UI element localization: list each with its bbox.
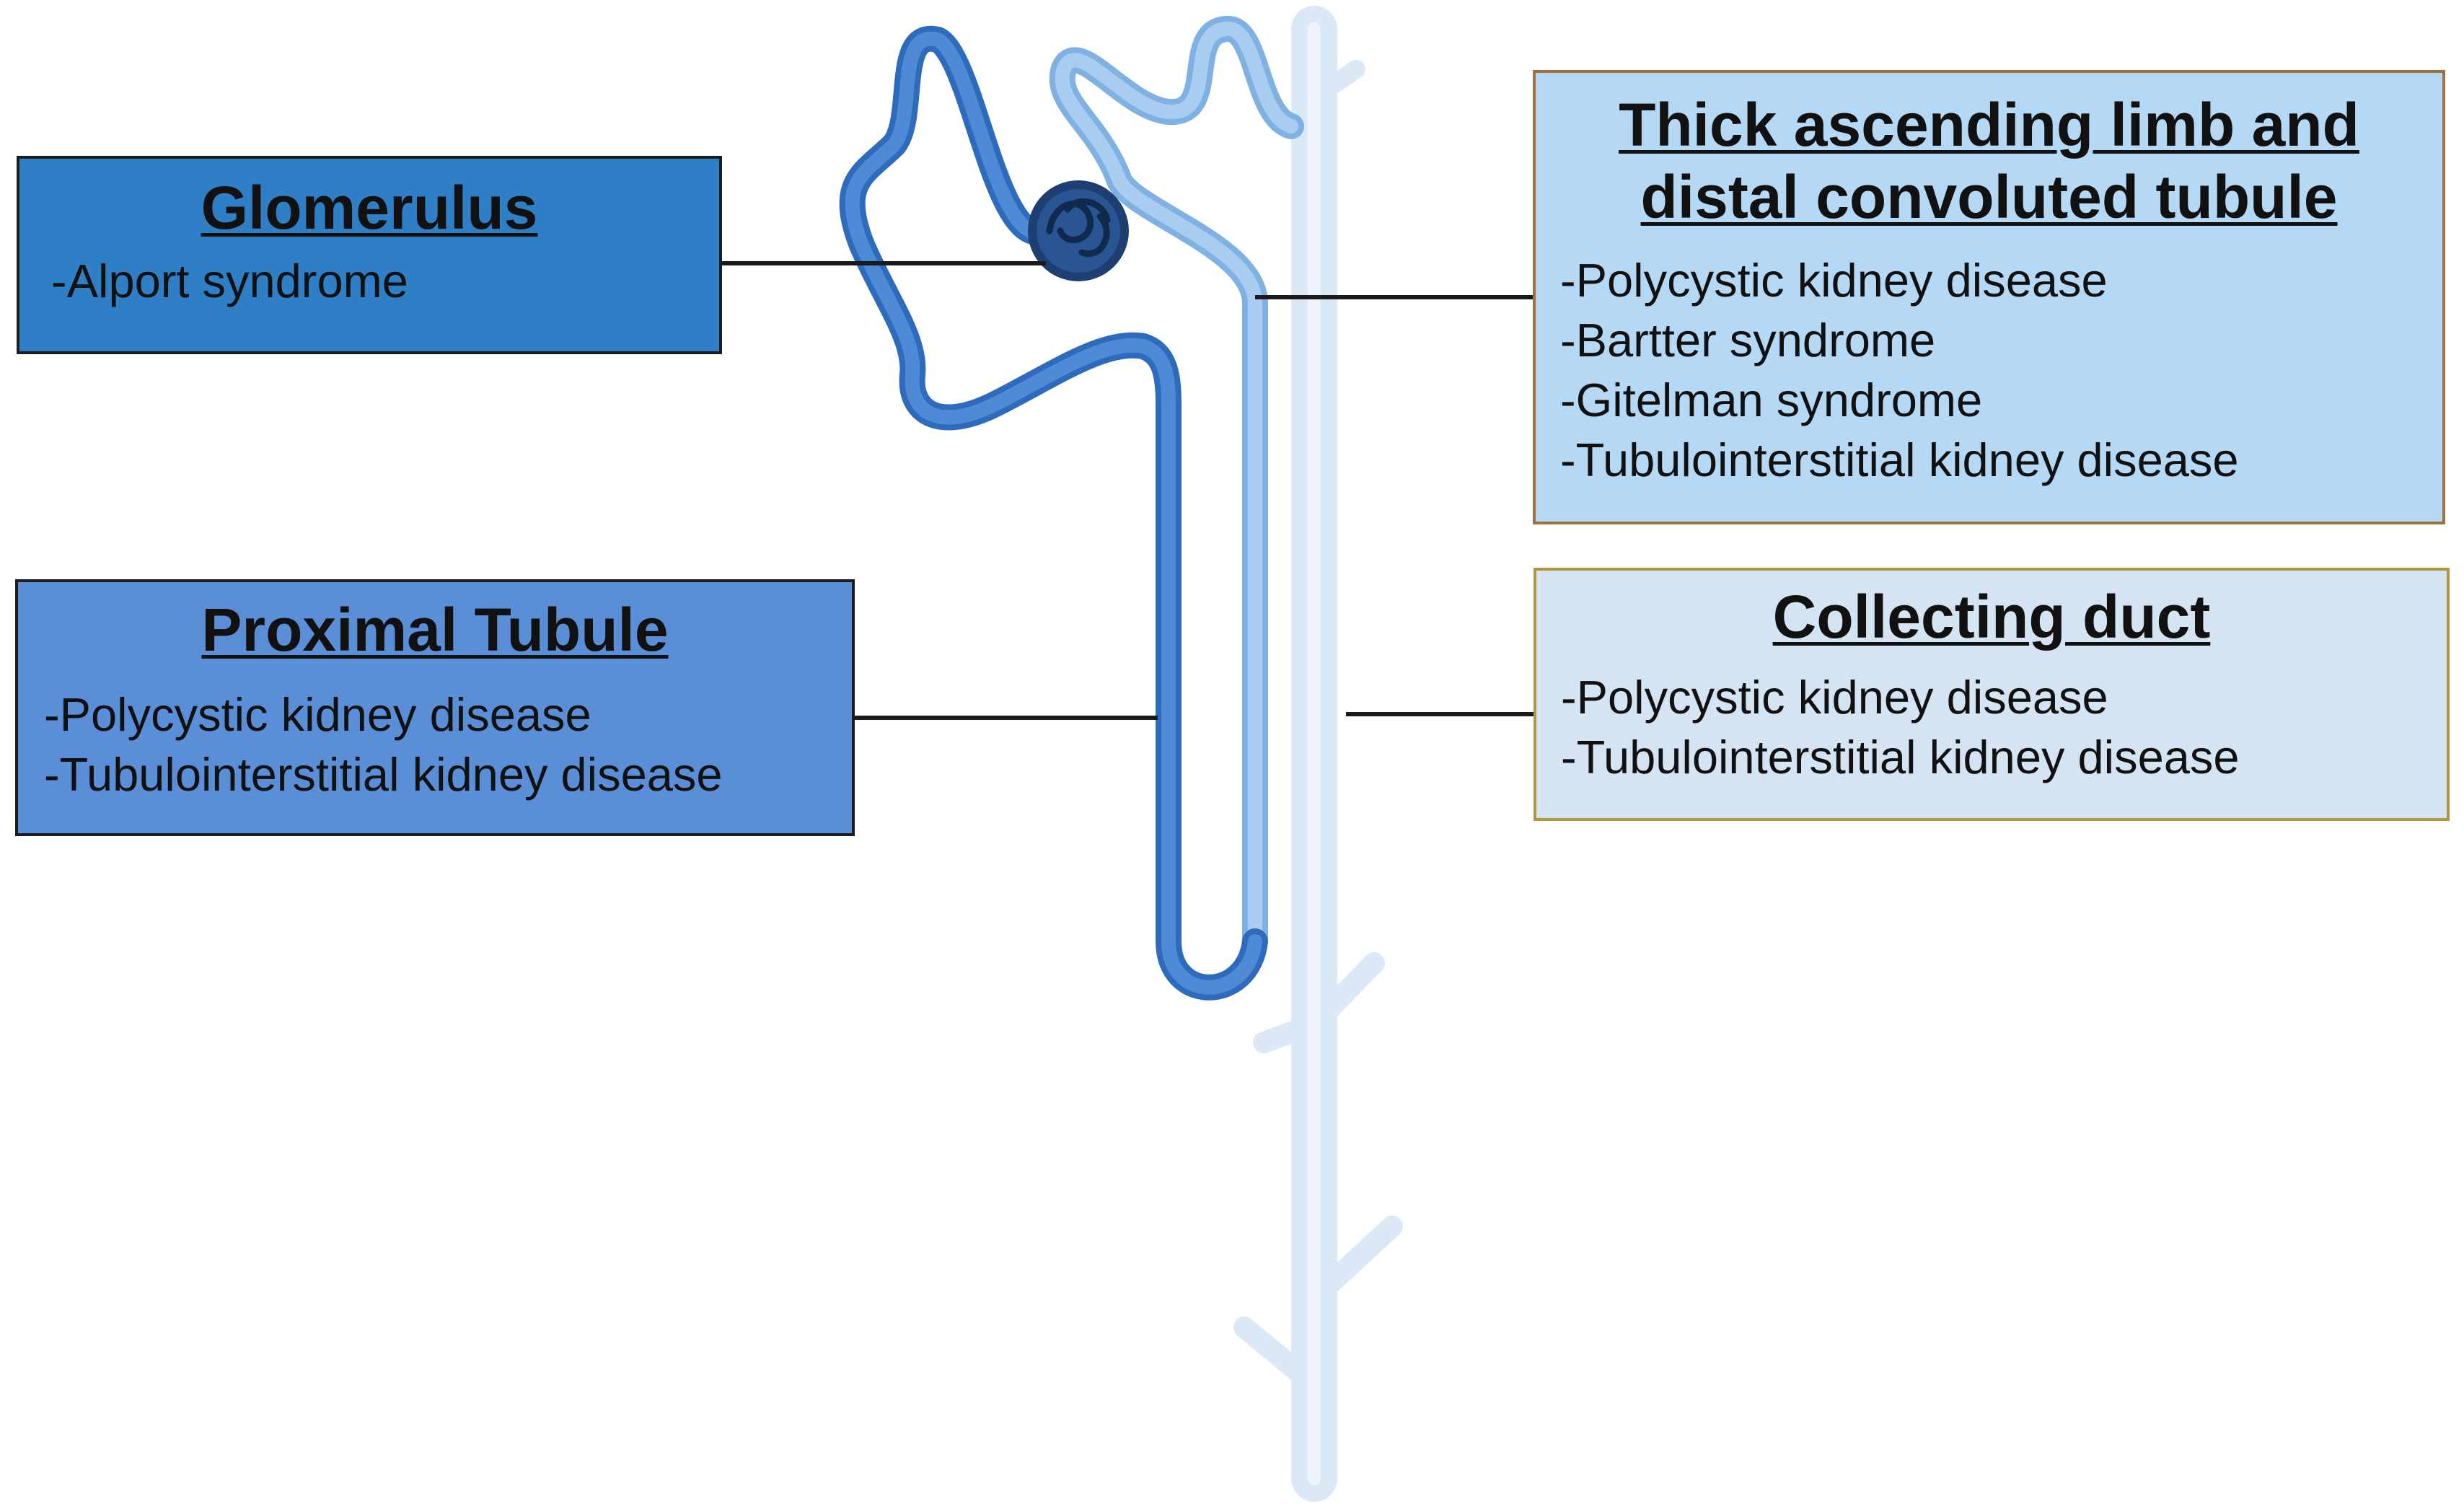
thick-ascending-limb-title-line2: distal convoluted tubule (1640, 163, 2338, 231)
list-item: -Tubulointerstitial kidney disease (44, 748, 723, 801)
distal-tubule-tube (1049, 16, 1304, 954)
list-item: -Bartter syndrome (1560, 314, 1936, 366)
list-item: -Polycystic kidney disease (1560, 254, 2108, 307)
connector-lines (722, 261, 1534, 720)
glomerulus-title: Glomerulus (201, 174, 538, 242)
list-item: -Polycystic kidney disease (1561, 671, 2108, 724)
proximal-tubule-box: Proximal Tubule -Polycystic kidney disea… (15, 579, 855, 836)
collecting-duct-disease-list: -Polycystic kidney disease -Tubulointers… (1536, 667, 2447, 787)
list-item: -Gitelman syndrome (1560, 374, 1983, 426)
thick-ascending-limb-title-line1: Thick ascending limb and (1619, 91, 2359, 159)
thick-ascending-limb-disease-list: -Polycystic kidney disease -Bartter synd… (1536, 250, 2442, 490)
collecting-duct-box: Collecting duct -Polycystic kidney disea… (1534, 568, 2450, 821)
thick-ascending-limb-box: Thick ascending limb and distal convolut… (1533, 70, 2445, 524)
list-item: -Tubulointerstitial kidney disease (1560, 434, 2239, 486)
glomerulus-disease-list: -Alport syndrome (19, 251, 719, 311)
thick-ascending-limb-title: Thick ascending limb and distal convolut… (1536, 73, 2442, 233)
list-item: -Polycystic kidney disease (44, 688, 591, 741)
collecting-duct-title: Collecting duct (1772, 583, 2211, 651)
glomerulus-box: Glomerulus -Alport syndrome (17, 156, 722, 354)
proximal-tubule-tube (839, 25, 1268, 1001)
collecting-duct-tube (1233, 6, 1403, 1502)
proximal-tubule-title: Proximal Tubule (201, 596, 669, 664)
glomerulus-node (1028, 180, 1129, 281)
list-item: -Tubulointerstitial kidney disease (1561, 731, 2240, 783)
list-item: -Alport syndrome (51, 255, 408, 307)
proximal-tubule-disease-list: -Polycystic kidney disease -Tubulointers… (18, 685, 852, 804)
